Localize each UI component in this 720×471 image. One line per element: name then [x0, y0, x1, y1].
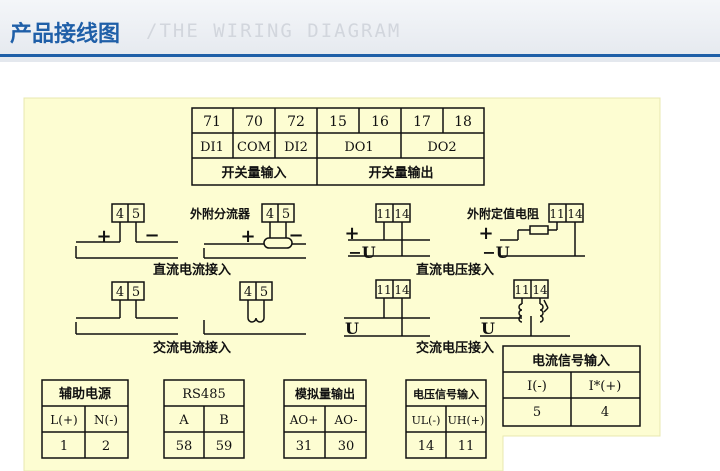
dc-voltage-direct-wiring [348, 203, 430, 257]
signal-di1: DI1 [200, 140, 224, 155]
ac-i-term-5: 5 [132, 285, 140, 300]
current-input-col-i-neg: I(-) [527, 379, 547, 394]
dc-u-plus: + [344, 223, 359, 244]
dc-i-term-5: 5 [132, 207, 140, 222]
dc-u-term-11: 11 [376, 207, 391, 221]
ac-current-ct-wiring [203, 281, 306, 335]
dc-voltage-label: 直流电压接入 [416, 262, 494, 278]
aux-power-table [41, 379, 129, 459]
analog-output-table [283, 379, 367, 459]
signal-do1: DO1 [344, 140, 373, 155]
ac-current-direct-wiring [75, 281, 178, 335]
ac-pt-term-11: 11 [514, 283, 529, 297]
shunt-label: 外附分流器 [190, 206, 251, 221]
analog-output-col-ao-pos: AO+ [289, 413, 319, 427]
terminal-15: 15 [329, 114, 347, 130]
rs485-title: RS485 [182, 387, 226, 402]
current-input-table [502, 345, 641, 427]
ac-pt-symbol: U [481, 319, 495, 338]
dc-current-shunt-wiring [203, 203, 306, 259]
signal-do2: DO2 [427, 140, 456, 155]
rs485-num-59: 59 [216, 439, 233, 454]
terminal-18: 18 [454, 114, 472, 130]
rs485-col-a: A [178, 413, 189, 428]
diagram-panel [23, 97, 661, 471]
terminal-17: 17 [413, 114, 431, 130]
group-switch-output: 开关量输出 [368, 165, 433, 181]
shunt-term-5: 5 [282, 207, 290, 222]
current-input-title: 电流信号输入 [532, 353, 610, 369]
rs485-num-58: 58 [176, 439, 193, 454]
dc-u-minus: −U [348, 243, 375, 262]
terminal-71: 71 [203, 114, 221, 130]
aux-power-col-l: L(+) [50, 413, 77, 427]
ac-u-term-14: 14 [394, 283, 410, 297]
page-title: 产品接线图 [10, 22, 121, 47]
analog-output-num-31: 31 [296, 439, 313, 454]
dc-i-term-4: 4 [116, 207, 124, 222]
aux-power-num-2: 2 [102, 439, 110, 454]
resistor-term-11: 11 [549, 207, 564, 221]
rs485-table [163, 379, 245, 459]
ac-i-term-4: 4 [116, 285, 124, 300]
voltage-input-num-11: 11 [458, 439, 475, 454]
resistor-label: 外附定值电阻 [467, 206, 539, 221]
dc-i-minus: − [144, 225, 159, 246]
voltage-input-col-uh: UH(+) [448, 414, 485, 427]
current-input-num-5: 5 [533, 405, 541, 420]
ac-u-term-11: 11 [376, 283, 391, 297]
header-rule [0, 54, 720, 57]
ac-u-symbol: U [345, 319, 359, 338]
ac-voltage-direct-wiring [344, 279, 430, 337]
analog-output-num-30: 30 [338, 439, 355, 454]
current-input-col-i-pos: I*(+) [589, 379, 622, 394]
ac-ct-term-4: 4 [244, 285, 252, 300]
signal-di2: DI2 [284, 140, 308, 155]
voltage-input-num-14: 14 [418, 439, 435, 454]
ac-ct-term-5: 5 [260, 285, 268, 300]
terminal-16: 16 [371, 114, 389, 130]
dc-current-direct-wiring [75, 203, 178, 259]
dc-current-label: 直流电流接入 [153, 262, 231, 278]
shunt-term-4: 4 [266, 207, 274, 222]
current-input-num-4: 4 [601, 405, 609, 420]
aux-power-title: 辅助电源 [59, 386, 111, 402]
top-terminal-table [191, 107, 485, 186]
voltage-input-title: 电压信号输入 [413, 387, 479, 401]
signal-com: COM [237, 140, 271, 155]
analog-output-col-ao-neg: AO- [334, 413, 358, 427]
resistor-term-14: 14 [567, 207, 583, 221]
resistor-minus: −U [482, 243, 509, 262]
terminal-70: 70 [245, 114, 263, 130]
terminal-72: 72 [287, 114, 305, 130]
shunt-plus: + [240, 226, 255, 247]
rs485-col-b: B [219, 413, 229, 428]
voltage-input-col-ul: UL(-) [412, 414, 441, 427]
ac-pt-term-14: 14 [532, 283, 548, 297]
page-subtitle: /THE WIRING DIAGRAM [146, 20, 402, 42]
dc-i-plus: + [96, 226, 111, 247]
ac-current-label: 交流电流接入 [153, 340, 231, 356]
header-bar [0, 0, 720, 62]
resistor-plus: + [478, 223, 493, 244]
group-switch-input: 开关量输入 [221, 165, 286, 181]
analog-output-title: 模拟量输出 [295, 386, 355, 401]
dc-u-term-14: 14 [394, 207, 410, 221]
shunt-minus: − [288, 225, 303, 246]
ac-voltage-pt-wiring [480, 279, 570, 337]
voltage-input-table [405, 379, 487, 459]
aux-power-num-1: 1 [60, 439, 68, 454]
ac-voltage-label: 交流电压接入 [416, 340, 494, 356]
dc-voltage-resistor-wiring [500, 203, 585, 257]
aux-power-col-n: N(-) [94, 413, 118, 427]
